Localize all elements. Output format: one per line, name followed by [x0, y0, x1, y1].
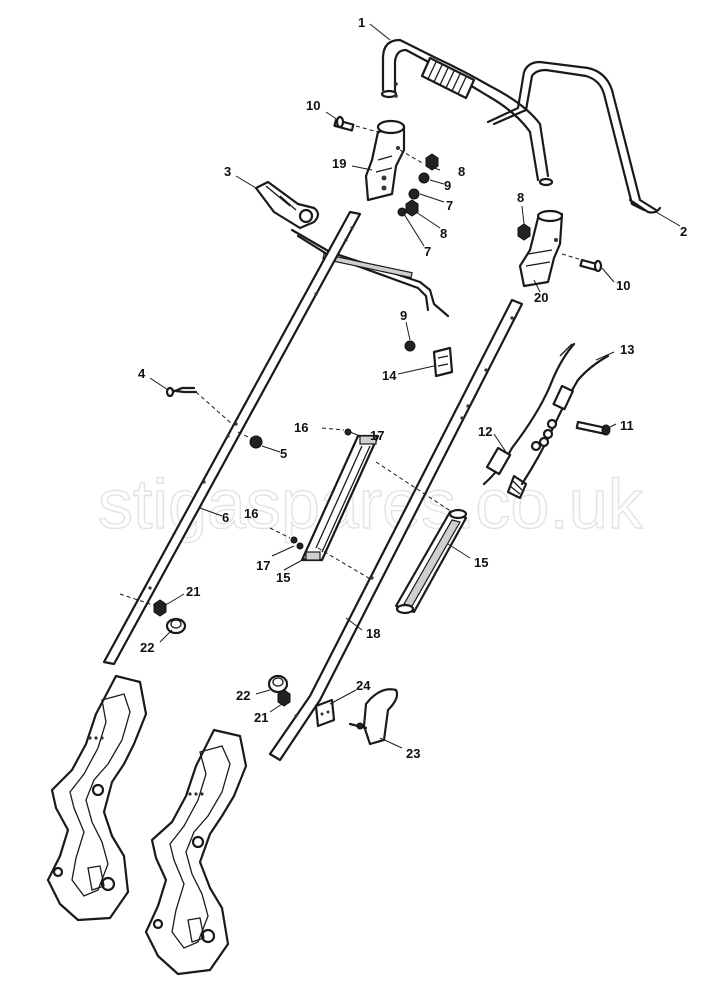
callout-14: 14 [382, 368, 397, 383]
callout-9-lower: 9 [400, 308, 407, 323]
part-cable-fittings [530, 418, 558, 452]
part-bolt-10-left [333, 115, 355, 132]
callout-21-right: 21 [254, 710, 268, 725]
callout-8-right: 8 [517, 190, 524, 205]
callout-13: 13 [620, 342, 634, 357]
part-handle-bracket-left [364, 119, 406, 202]
part-knob-5 [249, 435, 263, 449]
callout-23: 23 [406, 746, 420, 761]
callout-16-lower: 16 [244, 506, 258, 521]
part-upper-tube-left [102, 210, 362, 666]
callout-2: 2 [680, 224, 687, 239]
part-nut-8-right [517, 223, 531, 241]
callout-18: 18 [366, 626, 380, 641]
callout-20: 20 [534, 290, 548, 305]
part-bolt-11 [575, 420, 611, 436]
callout-labels: 1 2 3 4 5 6 7 7 8 8 8 9 9 10 10 11 12 13… [138, 15, 687, 761]
part-frame-right [144, 728, 248, 976]
callout-11: 11 [620, 418, 634, 433]
part-bolt-7-upper [408, 188, 420, 200]
handle-grip [420, 56, 476, 100]
part-cable-guide-lower [394, 508, 468, 615]
part-cable-guide-upper [300, 434, 380, 562]
part-lower-tube-right [268, 298, 524, 762]
callout-3: 3 [224, 164, 231, 179]
callout-17-upper: 17 [370, 428, 384, 443]
part-nut-8-mid [405, 199, 419, 217]
part-handle-bracket-right [518, 209, 564, 288]
part-bolt-10-right [579, 258, 603, 273]
callout-24: 24 [356, 678, 371, 693]
part-nut-8-upper [425, 153, 439, 171]
callout-15-right: 15 [474, 555, 488, 570]
part-nut-21-right [277, 689, 291, 707]
part-upper-handle [380, 38, 554, 187]
leader-lines [149, 23, 681, 749]
callout-10-right: 10 [616, 278, 630, 293]
callout-16-upper: 16 [294, 420, 308, 435]
callout-5: 5 [280, 446, 287, 461]
part-cable-clip [432, 346, 454, 378]
part-knob-22-right [267, 674, 289, 694]
callout-1: 1 [358, 15, 365, 30]
callout-22-left: 22 [140, 640, 154, 655]
part-lever-23 [348, 688, 399, 746]
part-washer-9-upper [418, 172, 430, 184]
part-nut-21-left [153, 599, 167, 617]
part-screw-16-lower [269, 527, 304, 550]
part-quick-release-pin [165, 386, 198, 398]
callout-8-mid: 8 [440, 226, 447, 241]
callout-17-lower: 17 [256, 558, 270, 573]
part-washer-9-lower [404, 340, 416, 352]
callout-6: 6 [222, 510, 229, 525]
part-brake-lever [254, 180, 450, 318]
part-knob-22-left [165, 617, 187, 635]
watermark-text: stigaspares.co.uk [98, 465, 644, 543]
callout-10-left: 10 [306, 98, 320, 113]
callout-8-upper: 8 [458, 164, 465, 179]
callout-7-lower: 7 [424, 244, 431, 259]
callout-9-upper: 9 [444, 178, 451, 193]
callout-15-left: 15 [276, 570, 290, 585]
callout-12: 12 [478, 424, 492, 439]
callout-4: 4 [138, 366, 146, 381]
part-adjuster-24 [314, 698, 336, 728]
callout-21-left: 21 [186, 584, 200, 599]
callout-19: 19 [332, 156, 346, 171]
callout-22-right: 22 [236, 688, 250, 703]
part-screw-16-upper [321, 427, 352, 436]
callout-7-upper: 7 [446, 198, 453, 213]
part-cable-13 [506, 354, 610, 500]
part-cable-12 [482, 342, 576, 486]
part-frame-left [46, 674, 148, 922]
part-drive-bail [486, 60, 662, 214]
